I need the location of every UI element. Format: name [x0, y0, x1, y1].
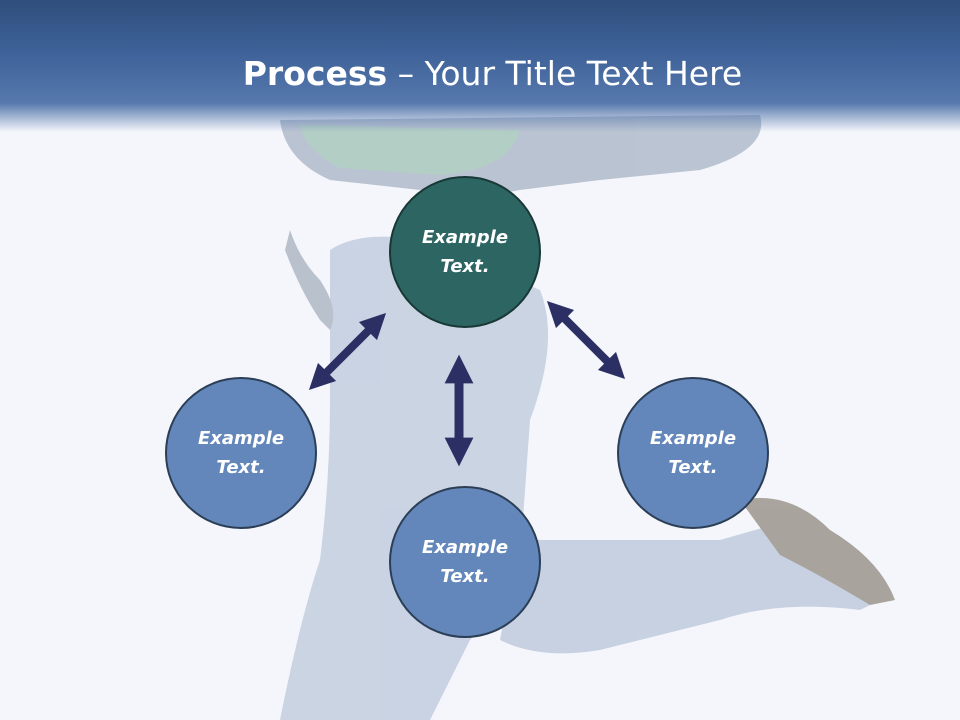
photo-arm — [285, 230, 334, 330]
node-bottom-text: Example Text. — [421, 537, 509, 587]
title-bar — [0, 0, 960, 132]
node-center-text: Example Text. — [421, 227, 509, 277]
title-rest: – Your Title Text Here — [387, 54, 743, 93]
node-right: Example Text. — [617, 377, 769, 529]
photo-shirt-accent — [300, 125, 520, 175]
node-center: Example Text. — [389, 176, 541, 328]
arrow-center-left — [308, 312, 387, 391]
node-right-text: Example Text. — [649, 428, 737, 478]
node-left-text: Example Text. — [197, 428, 285, 478]
node-bottom: Example Text. — [389, 486, 541, 638]
arrow-center-right — [546, 300, 626, 380]
slide-title: Process – Your Title Text Here — [0, 52, 960, 96]
node-left: Example Text. — [165, 377, 317, 529]
title-bold: Process — [242, 54, 388, 93]
photo-shoe — [740, 498, 895, 605]
